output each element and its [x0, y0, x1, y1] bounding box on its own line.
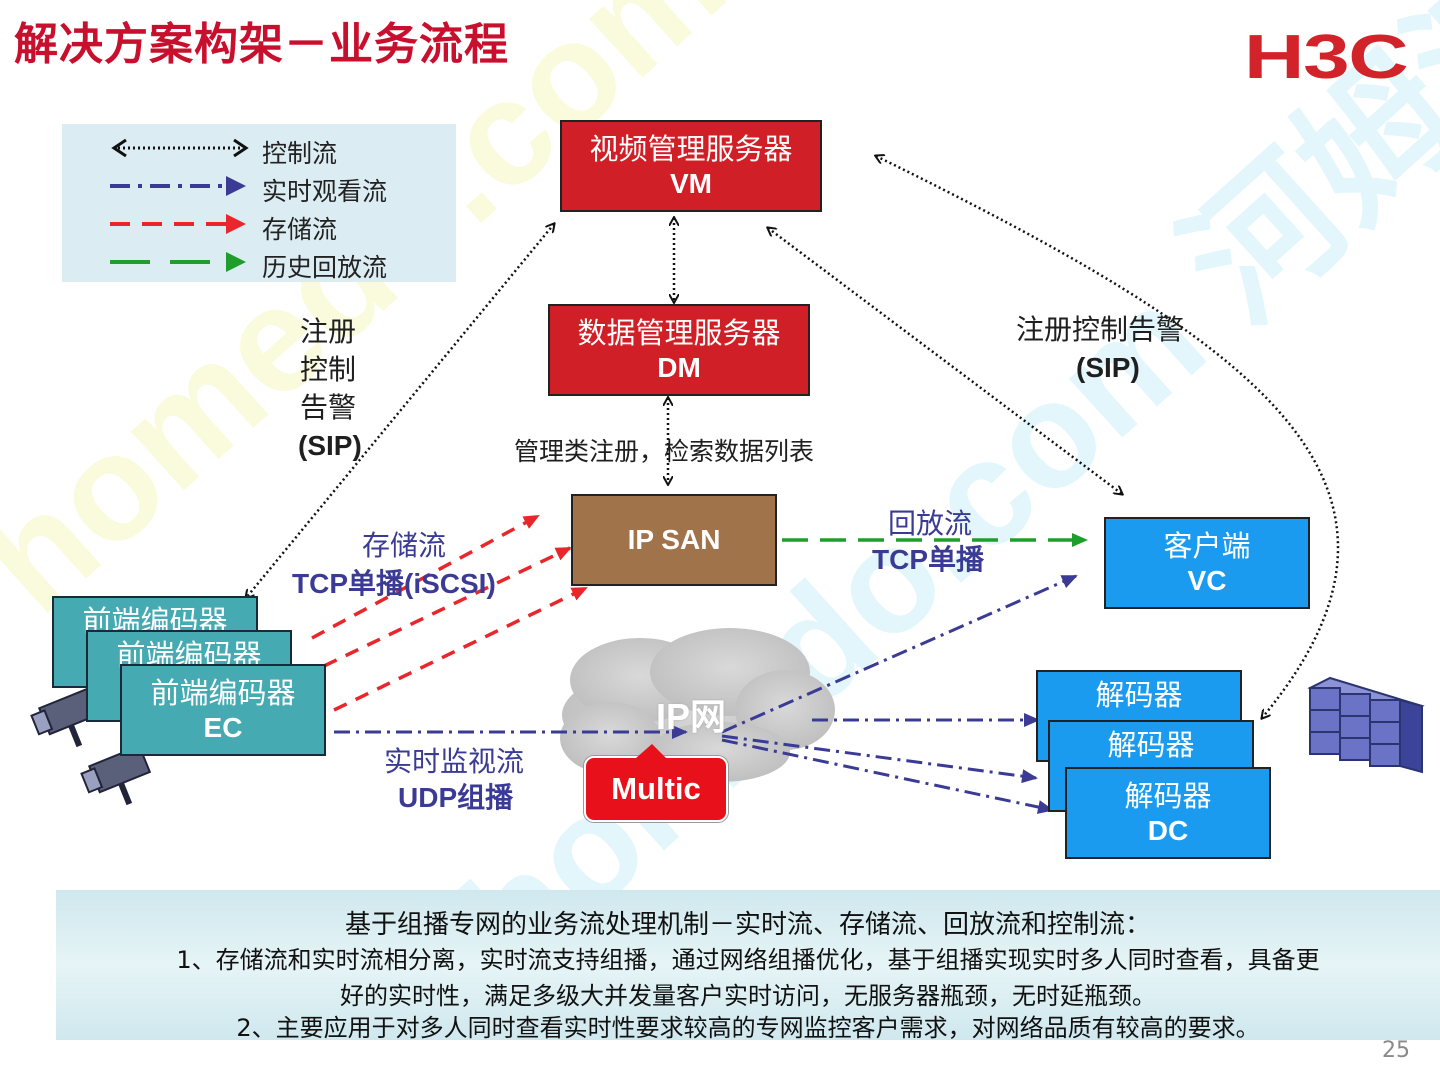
sip-left-label-3: 告警	[300, 391, 357, 424]
encoder-name-3: 前端编码器	[150, 675, 296, 710]
sip-right-protocol: (SIP)	[1076, 352, 1140, 383]
vm-server-code: VM	[670, 167, 712, 199]
legend-label-control: 控制流	[262, 139, 338, 168]
decoder-box-3: 解码器 DC	[1065, 767, 1271, 859]
decoder-name-1: 解码器	[1095, 678, 1183, 712]
video-wall-icon	[1307, 676, 1425, 774]
vm-ec-control-line	[246, 224, 554, 598]
multicast-callout: Multic	[584, 756, 728, 822]
live-flow-to-vc	[721, 574, 1078, 734]
live-flow-label: 实时监视流	[384, 745, 525, 778]
dm-link-label: 管理类注册，检索数据列表	[514, 437, 815, 466]
storage-flow-label: 存储流	[362, 529, 447, 562]
live-flow-to-dc-3	[721, 738, 1054, 814]
decoder-name-3: 解码器	[1124, 778, 1212, 813]
vm-vc-control-line	[768, 228, 1122, 494]
ip-network-label: IP网	[656, 696, 727, 737]
summary-line-1: 1、存储流和实时流相分离，实时流支持组播，通过网络组播优化，基于组播实现实时多人…	[176, 946, 1320, 974]
multicast-callout-text: Multic	[611, 771, 701, 806]
legend-item-live: 实时观看流	[62, 168, 456, 206]
decoder-name-2: 解码器	[1107, 728, 1195, 762]
decoder-code-3: DC	[1147, 814, 1189, 846]
storage-flow-line-3	[333, 586, 588, 712]
sip-left-protocol: (SIP)	[298, 430, 362, 461]
dm-server-name: 数据管理服务器	[577, 315, 781, 350]
ip-san-label: IP SAN	[627, 524, 721, 556]
sip-right-label: 注册控制告警	[1016, 313, 1185, 346]
summary-line-3: 2、主要应用于对多人同时查看实时性要求较高的专网监控客户需求，对网络品质有较高的…	[236, 1014, 1260, 1042]
live-flow-arrow-icon	[110, 176, 246, 196]
playback-flow-protocol: TCP单播	[872, 544, 985, 575]
vm-dc-control-line	[876, 156, 1340, 718]
vm-server-box: 视频管理服务器 VM	[560, 120, 822, 212]
legend-label-live: 实时观看流	[262, 177, 388, 206]
dm-server-box: 数据管理服务器 DM	[548, 304, 810, 396]
storage-flow-line-2	[323, 546, 572, 668]
live-flow-to-dc-2	[721, 734, 1038, 784]
vc-client-code: VC	[1187, 564, 1227, 596]
playback-flow-label: 回放流	[888, 507, 973, 540]
page-number: 25	[1382, 1038, 1410, 1063]
summary-panel: 基于组播专网的业务流处理机制－实时流、存储流、回放流和控制流： 1、存储流和实时…	[56, 890, 1440, 1042]
encoder-box-3: 前端编码器 EC	[120, 664, 326, 756]
h3c-logo: H3C	[1244, 23, 1409, 92]
sip-left-label-1: 注册	[300, 315, 357, 348]
live-flow-protocol: UDP组播	[398, 782, 514, 813]
callout-pointer-icon	[636, 744, 666, 758]
camera-icon	[80, 744, 152, 806]
ip-san-box: IP SAN	[571, 494, 777, 586]
vc-client-name: 客户端	[1163, 528, 1251, 563]
control-flow-arrow-icon	[111, 138, 249, 158]
page-title: 解决方案构架－业务流程	[14, 19, 509, 70]
dm-server-code: DM	[657, 351, 701, 383]
vc-client-box: 客户端 VC	[1104, 517, 1310, 609]
legend-item-control: 控制流	[62, 130, 456, 168]
storage-flow-protocol: TCP单播(iSCSI)	[292, 568, 496, 599]
vm-server-name: 视频管理服务器	[589, 131, 793, 166]
summary-line-2: 好的实时性，满足多级大并发量客户实时访问，无服务器瓶颈，无时延瓶颈。	[340, 982, 1156, 1010]
playback-flow-arrow-icon	[110, 252, 246, 272]
storage-flow-arrow-icon	[110, 214, 246, 234]
storage-flow-line-1	[311, 514, 540, 640]
summary-heading: 基于组播专网的业务流处理机制－实时流、存储流、回放流和控制流：	[344, 910, 1151, 940]
encoder-code-3: EC	[203, 711, 243, 743]
sip-left-label-2: 控制	[300, 353, 357, 386]
